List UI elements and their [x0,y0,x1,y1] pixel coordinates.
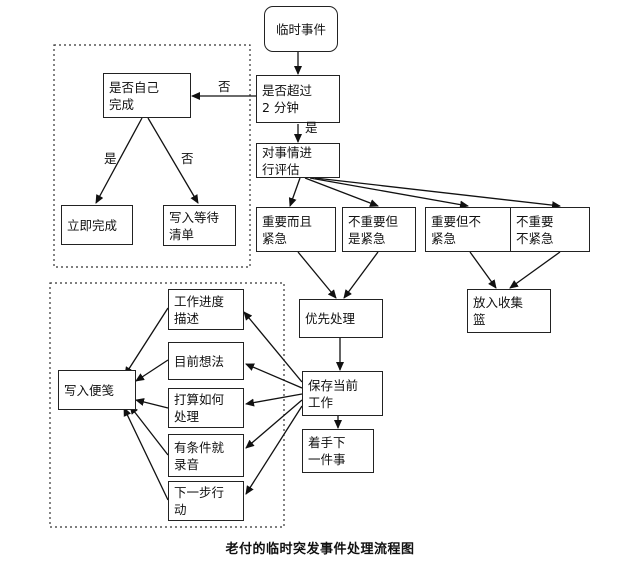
node-q3: 重要但不 紧急 [425,207,513,252]
edge-q2-priority [343,251,379,299]
node-basket: 放入收集 篮 [467,289,551,333]
edge-q1-priority [297,251,337,299]
node-self: 是否自己 完成 [103,73,191,118]
node-now: 立即完成 [61,205,133,245]
diagram-caption: 老付的临时突发事件处理流程图 [225,542,415,557]
edge-nextstep-memo [123,407,169,501]
edge-save-record [245,399,303,449]
node-evaluate: 对事情进 行评估 [256,143,340,178]
edge-evaluate-q1 [288,177,301,207]
node-q1: 重要而且 紧急 [256,207,336,252]
edge-evaluate-q4 [314,177,561,210]
node-q2: 不重要但 是紧急 [342,207,416,252]
node-progress: 工作进度 描述 [168,289,244,330]
node-save: 保存当前 工作 [302,371,383,416]
edge-save-progress [243,311,303,383]
edge-save-nextstep [245,405,303,495]
edge-plan-memo [135,398,169,409]
node-thoughts: 目前想法 [168,342,244,380]
edge-progress-memo [124,307,169,376]
edge-q4-basket [509,251,561,289]
edge-self-waitlist [147,117,199,204]
node-waitlist: 写入等待 清单 [163,205,236,246]
edge-save-plan [245,393,303,407]
edge-evaluate-q2 [304,177,379,207]
node-nextstep: 下一步行 动 [168,481,244,521]
node-priority: 优先处理 [299,299,383,338]
edge-self-now [95,117,143,204]
edge-label-yes-eval: 是 [305,120,318,135]
node-record: 有条件就 录音 [168,434,244,477]
node-plan: 打算如何 处理 [168,388,244,428]
memo-group-frame [49,282,285,528]
node-start: 临时事件 [264,6,338,52]
edge-label-no-self: 否 [218,79,231,94]
edge-record-memo [129,405,169,456]
node-next: 着手下 一件事 [302,429,374,473]
edge-thoughts-memo [135,359,169,382]
edge-label-no-wait: 否 [181,151,194,166]
node-memo: 写入便笺 [58,370,136,410]
edge-label-yes-now: 是 [104,151,117,166]
node-q4: 不重要 不紧急 [510,207,590,252]
edge-q3-basket [469,251,497,289]
edge-evaluate-q3 [309,177,469,209]
decision-group-frame [53,44,251,268]
edge-save-thoughts [245,363,303,389]
node-over2: 是否超过 2 分钟 [256,75,340,123]
